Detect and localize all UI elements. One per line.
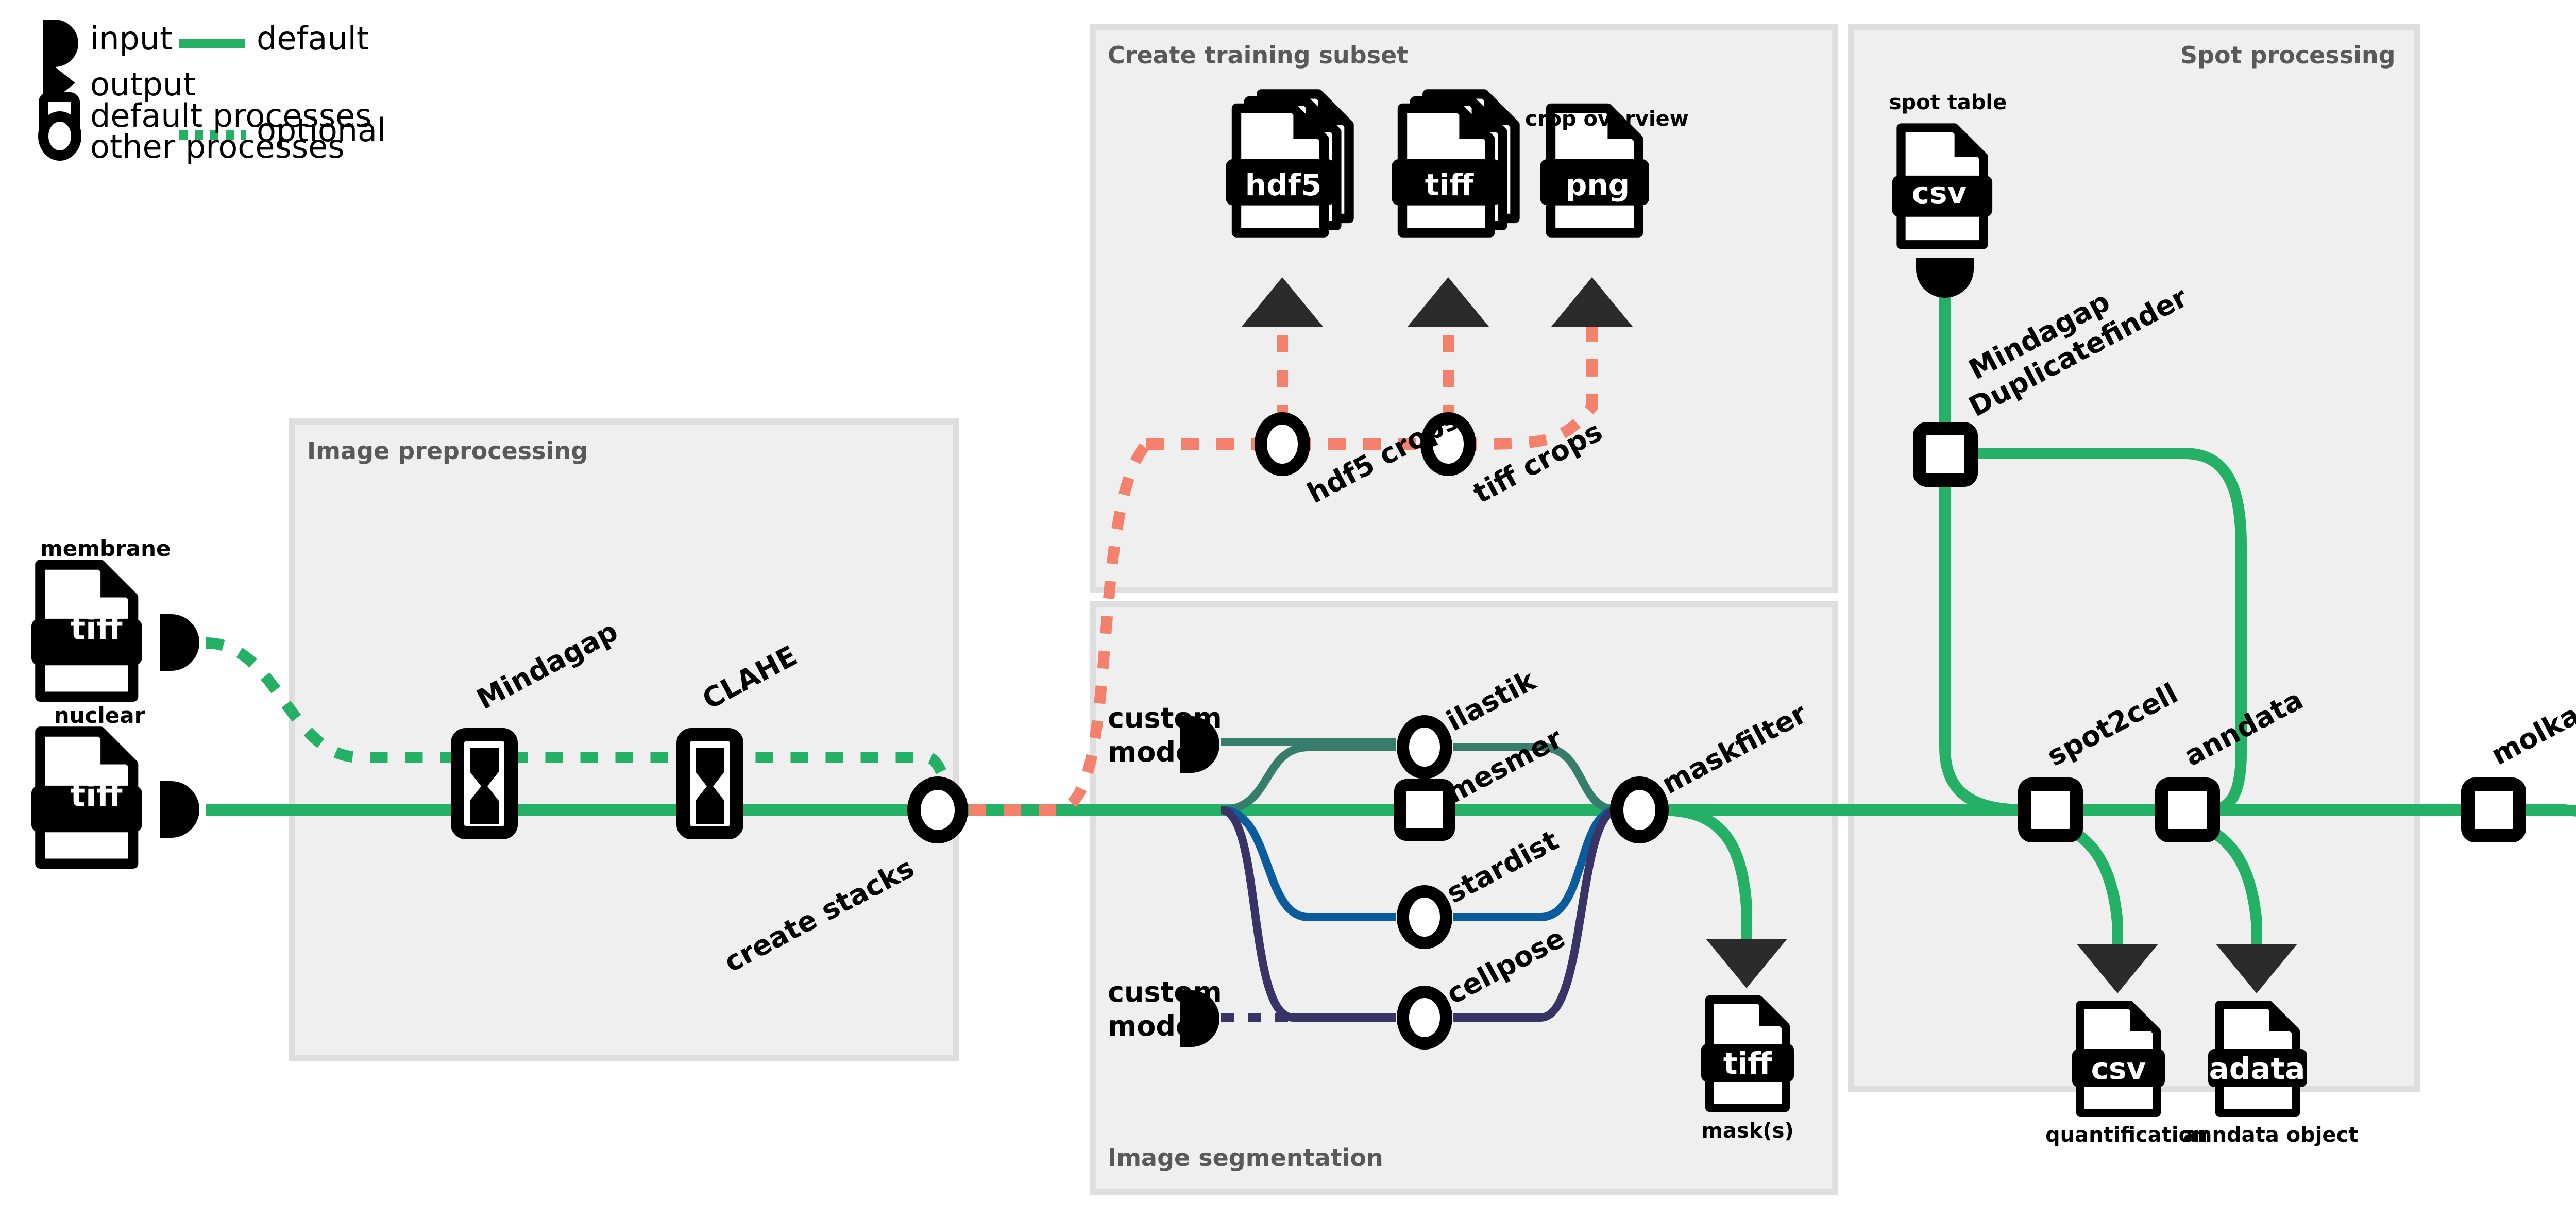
training-ext-tiff: tiff [1425, 167, 1474, 202]
process-node-mindagap[interactable] [451, 728, 518, 839]
process-node-cellpose[interactable] [1397, 986, 1452, 1050]
output-file-png-icon [1540, 108, 1649, 233]
process-node-anndata[interactable] [2155, 777, 2220, 842]
training-ext-hdf5: hdf5 [1245, 167, 1322, 202]
panel-title-spot-processing: Spot processing [2180, 41, 2396, 69]
output-file-mask-tiff-icon [1701, 1000, 1794, 1108]
process-node-spot2cell[interactable] [2018, 777, 2083, 842]
panel-title-image-preprocessing: Image preprocessing [307, 437, 588, 465]
process-node-molkartqc[interactable] [2461, 777, 2526, 842]
arrow-to-anndata-object-icon [2216, 944, 2297, 993]
process-node-ilastik[interactable] [1397, 715, 1452, 779]
arrow-to-quantification-icon [2077, 944, 2158, 993]
edge-ilastik-in [1221, 743, 1396, 814]
segmentation-output-ext-tiff: tiff [1723, 1046, 1772, 1081]
panel-title-create-training-subset: Create training subset [1108, 41, 1409, 69]
segmentation-output-caption-mask: mask(s) [1701, 1119, 1794, 1143]
process-node-mesmer[interactable] [1394, 779, 1455, 841]
spot-output-caption-anndata-object: anndata object [2183, 1123, 2359, 1147]
legend-label-output: output [90, 65, 196, 103]
panel-image-preprocessing [289, 418, 959, 1061]
input-connector-membrane-icon [160, 614, 199, 671]
input-caption-membrane: membrane [40, 536, 171, 561]
legend-label-default-line: default [257, 20, 369, 57]
edge-stardist-in [1221, 806, 1396, 921]
process-node-tiff-crops[interactable] [1420, 412, 1476, 476]
arrow-to-mask-icon [1706, 939, 1787, 988]
spot-output-ext-adata: adata [2209, 1051, 2306, 1086]
spot-output-caption-quantification: quantification [2045, 1123, 2208, 1147]
spot-input-ext-csv: csv [1911, 175, 1967, 210]
legend-input-shape-icon [43, 20, 78, 67]
segmentation-custom-model-bottom-line1: custom [1108, 976, 1222, 1008]
edge-maskfilter-to-mask [1659, 804, 1752, 943]
input-connector-spot-table-icon [1916, 258, 1974, 298]
edge-ilastik-out [1453, 743, 1618, 814]
input-ext-nuclear: tiff [70, 776, 123, 814]
training-caption-crop-overview: crop overview [1525, 107, 1689, 131]
arrow-to-png-icon [1551, 277, 1633, 327]
process-node-clahe[interactable] [676, 728, 743, 839]
input-connector-nuclear-icon [160, 781, 199, 838]
spot-output-ext-csv: csv [2091, 1051, 2146, 1086]
input-file-spot-table-csv-icon [1892, 128, 1993, 245]
output-file-anndata-adata-icon [2208, 1005, 2307, 1113]
segmentation-custom-model-top-line1: custom [1108, 702, 1222, 734]
legend-label-default-processes: default processes [90, 97, 372, 134]
input-ext-membrane: tiff [70, 610, 123, 647]
output-file-tiff-stack-icon [1392, 94, 1515, 232]
legend-label-optional-line: optional [257, 111, 386, 149]
legend-label-input: input [90, 20, 173, 57]
segmentation-custom-model-top-line2: model [1108, 736, 1205, 768]
process-node-create-stacks[interactable] [907, 776, 968, 843]
legend-other-process-circle-icon [38, 111, 81, 161]
input-file-membrane-icon [31, 565, 142, 697]
input-connector-custom-model-top-icon [1180, 716, 1219, 773]
arrow-to-tiff-icon [1408, 277, 1489, 327]
process-node-hdf5-crops[interactable] [1255, 412, 1310, 476]
process-node-maskfilter[interactable] [1610, 776, 1669, 843]
edge-duplicatefinder-to-anndata [1973, 448, 2247, 816]
process-node-mindagap-duplicatefinder[interactable] [1913, 422, 1978, 487]
input-connector-custom-model-bottom-icon [1180, 990, 1219, 1047]
input-caption-nuclear: nuclear [54, 703, 145, 728]
legend-label-other-processes: other processes [90, 128, 345, 165]
training-ext-png: png [1565, 167, 1630, 202]
output-file-hdf5-stack-icon [1226, 94, 1349, 232]
edge-cellpose-in [1220, 806, 1396, 1022]
output-file-quantification-csv-icon [2072, 1005, 2165, 1113]
edge-membrane-optional [206, 637, 967, 815]
process-node-stardist[interactable] [1397, 885, 1452, 949]
segmentation-custom-model-bottom-line2: model [1108, 1010, 1205, 1042]
edge-crop-optional-branch [969, 440, 1151, 816]
edge-cellpose-out [1453, 806, 1619, 1022]
spot-input-caption-spot-table: spot table [1889, 91, 2007, 114]
arrow-to-hdf5-icon [1242, 277, 1323, 327]
panel-title-image-segmentation: Image segmentation [1108, 1144, 1383, 1172]
input-file-nuclear-icon [31, 732, 142, 864]
edge-duplicatefinder-down [1939, 464, 2025, 816]
